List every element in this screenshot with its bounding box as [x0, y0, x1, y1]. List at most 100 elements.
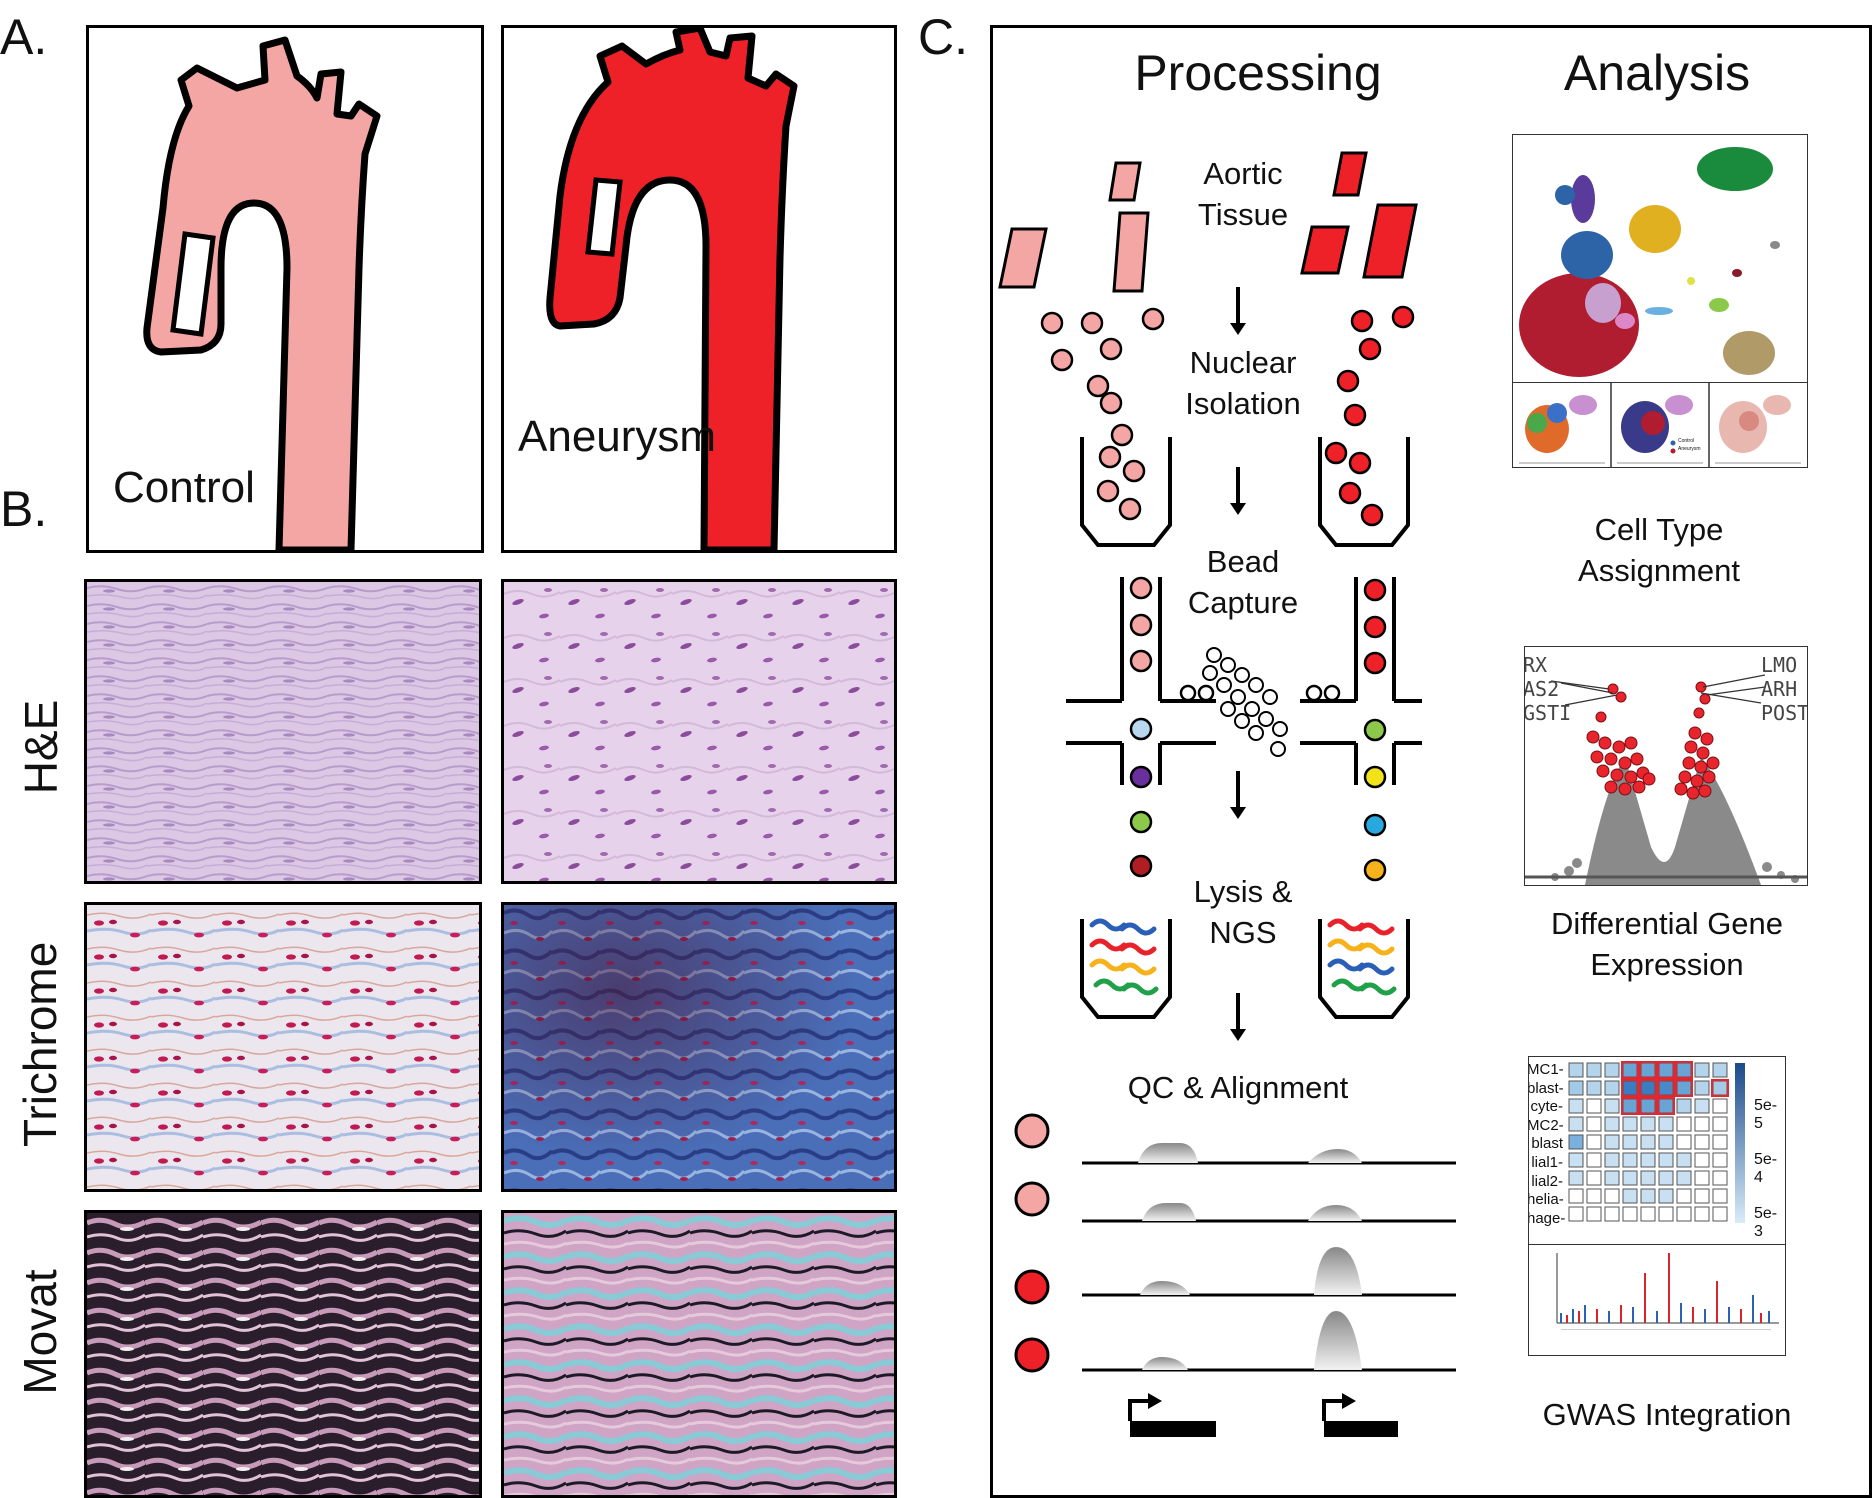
- processing-title: Processing: [1134, 45, 1382, 101]
- aneurysm-label: Aneurysm: [518, 412, 717, 461]
- volcano-left-labels: RX AS2 GSTI: [1524, 653, 1572, 725]
- control-nuclei: [1040, 307, 1165, 447]
- gene-model-icon: [1128, 1393, 1216, 1437]
- heatmap-row-labels: MC1- blast- cyte- MC2- blast lial1- lial…: [1528, 1061, 1566, 1228]
- control-aorta-illustration: [143, 36, 381, 550]
- umap-subpanel-graphics: [1519, 383, 1801, 467]
- scale-label: 5e-5: [1754, 1097, 1778, 1132]
- movat-aneurysm-texture: [504, 1213, 894, 1495]
- volcano-right-labels: LMO ARH POST: [1761, 653, 1808, 725]
- heatmap-row-label: cyte-: [1530, 1098, 1563, 1116]
- umap-legend-control: Control: [1678, 438, 1695, 444]
- heatmap-row-label: lial2-: [1531, 1172, 1563, 1190]
- heatmap-colorbar: [1735, 1063, 1745, 1223]
- step-label-bead-capture: Bead Capture: [1158, 541, 1328, 623]
- umap-legend-aneurysm: Aneurysm: [1678, 446, 1701, 452]
- control-tube: [1080, 437, 1172, 547]
- panel-label-a: A.: [0, 9, 48, 65]
- differential-expression-label: Differential Gene Expression: [1502, 903, 1832, 985]
- heatmap-row-label: blast: [1531, 1135, 1563, 1153]
- gene-label: GSTI: [1524, 701, 1572, 725]
- he-aneurysm-micrograph: [501, 579, 897, 884]
- volcano-plot: RX AS2 GSTI LMO ARH POST: [1524, 646, 1808, 886]
- heatmap-row-label: blast-: [1528, 1079, 1564, 1097]
- qc-alignment-label: QC & Alignment: [1127, 1070, 1349, 1105]
- manhattan-graphics: [1556, 1253, 1779, 1330]
- aneurysm-aorta-box: Aneurysm: [501, 25, 897, 553]
- row-label-movat: Movat: [14, 1269, 66, 1395]
- aneurysm-tube: [1318, 437, 1410, 547]
- down-arrow-icon: [1230, 467, 1246, 515]
- step-line: Aortic: [1203, 156, 1283, 191]
- analysis-line: Differential Gene: [1550, 906, 1784, 941]
- control-tissue-pieces: [998, 161, 1150, 293]
- heatmap-row-label: MC2-: [1528, 1116, 1564, 1134]
- trichrome-aneurysm-micrograph: [501, 902, 897, 1192]
- down-arrow-icon: [1230, 771, 1246, 819]
- heatmap-row-label: hage-: [1528, 1209, 1566, 1227]
- umap-clusters: [1519, 147, 1780, 377]
- aneurysm-droplets: [1305, 578, 1387, 882]
- he-aneurysm-texture: [504, 582, 894, 881]
- analysis-line: Expression: [1590, 947, 1744, 982]
- control-microfluidic-junction: [1066, 577, 1216, 785]
- movat-control-texture: [87, 1213, 479, 1495]
- gene-label: LMO: [1761, 653, 1798, 677]
- control-aorta-box: Control: [86, 25, 484, 553]
- aneurysm-nuclei: [1336, 305, 1415, 427]
- gwas-heatmap: MC1- blast- cyte- MC2- blast lial1- lial…: [1528, 1056, 1786, 1246]
- step-label-aortic-tissue: Aortic Tissue: [1158, 153, 1328, 235]
- umap-legend: Control Aneurysm: [1678, 437, 1701, 453]
- gene-label: RX: [1524, 653, 1548, 677]
- aorta-shape: [546, 28, 798, 550]
- aneurysm-tissue-pieces: [1300, 151, 1418, 279]
- gene-label: ARH: [1761, 677, 1798, 701]
- panel-label-b: B.: [0, 481, 48, 537]
- aneurysm-library-tube: [1318, 918, 1410, 1019]
- scale-label: 5e-4: [1754, 1151, 1778, 1186]
- aorta-shape: [143, 36, 381, 550]
- step-line: Tissue: [1197, 197, 1289, 232]
- trichrome-aneurysm-texture: [504, 905, 894, 1189]
- alignment-tracks: [1014, 1113, 1456, 1373]
- movat-control-micrograph: [84, 1210, 482, 1498]
- analysis-line: Cell Type: [1594, 512, 1724, 547]
- row-label-trichrome: Trichrome: [14, 941, 66, 1147]
- control-library-tube: [1080, 918, 1172, 1019]
- scale-label: 5e-3: [1754, 1205, 1778, 1240]
- sample-cutout: [170, 231, 216, 337]
- step-label-nuclear-isolation: Nuclear Isolation: [1158, 342, 1328, 424]
- he-control-micrograph: [84, 579, 482, 884]
- aneurysm-sample-marker: [1014, 1337, 1050, 1373]
- heatmap-row-label: helia-: [1528, 1191, 1564, 1209]
- movat-aneurysm-micrograph: [501, 1210, 897, 1498]
- step-line: Nuclear: [1189, 345, 1297, 380]
- analysis-line: Assignment: [1578, 553, 1740, 588]
- step-line: NGS: [1209, 915, 1277, 950]
- step-line: Bead: [1206, 544, 1280, 579]
- cell-type-assignment-label: Cell Type Assignment: [1502, 509, 1816, 591]
- volcano-graphics: [1525, 674, 1807, 885]
- gwas-integration-label: GWAS Integration: [1542, 1397, 1792, 1432]
- processing-graphics: [998, 151, 1456, 1437]
- step-line: Isolation: [1185, 386, 1301, 421]
- aneurysm-aorta-illustration: [546, 28, 798, 550]
- trichrome-control-texture: [87, 905, 479, 1189]
- he-control-texture: [87, 582, 479, 881]
- panel-label-c: C.: [918, 9, 968, 65]
- barcode-beads: [1202, 647, 1288, 757]
- aneurysm-sample-marker: [1014, 1269, 1050, 1305]
- step-line: Capture: [1187, 585, 1299, 620]
- trichrome-control-micrograph: [84, 902, 482, 1192]
- gene-label: POST: [1761, 701, 1808, 725]
- umap-subpanels: Control Aneurysm: [1512, 382, 1808, 468]
- step-line: Lysis &: [1193, 874, 1293, 909]
- row-label-he: H&E: [15, 699, 67, 795]
- control-sample-marker: [1014, 1113, 1050, 1149]
- heatmap-row-label: MC1-: [1528, 1061, 1564, 1078]
- down-arrow-icon: [1230, 287, 1246, 335]
- control-label: Control: [113, 463, 255, 512]
- manhattan-plot: [1528, 1244, 1786, 1356]
- heatmap-row-label: lial1-: [1531, 1153, 1563, 1171]
- gene-model-icon: [1322, 1393, 1398, 1437]
